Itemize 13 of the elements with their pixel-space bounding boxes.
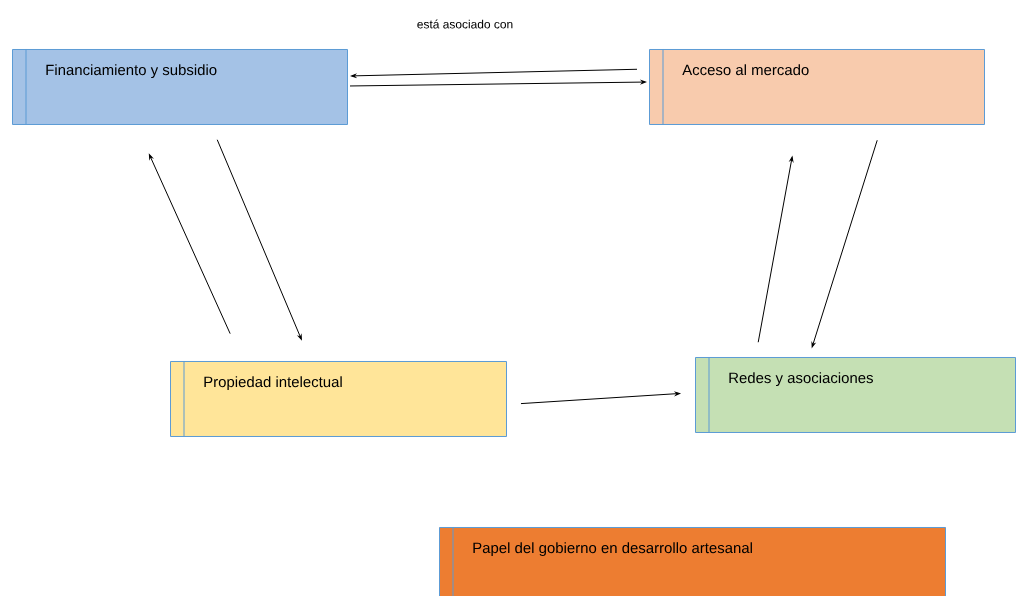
arrow — [216, 139, 302, 340]
process-box: Acceso al mercado — [649, 48, 985, 125]
process-box: Propiedad intelectual — [170, 360, 507, 437]
arrow — [148, 154, 231, 335]
arrow — [520, 391, 681, 405]
arrow — [757, 156, 794, 343]
process-box: Financiamiento y subsidio — [12, 48, 348, 125]
arrow — [811, 139, 878, 348]
process-box: Papel del gobierno en desarrollo artesanal — [439, 526, 946, 596]
arrow — [351, 68, 638, 78]
relation-label: está asociado con — [417, 19, 513, 29]
arrow — [349, 80, 646, 87]
process-box: Redes y asociaciones — [695, 356, 1016, 433]
